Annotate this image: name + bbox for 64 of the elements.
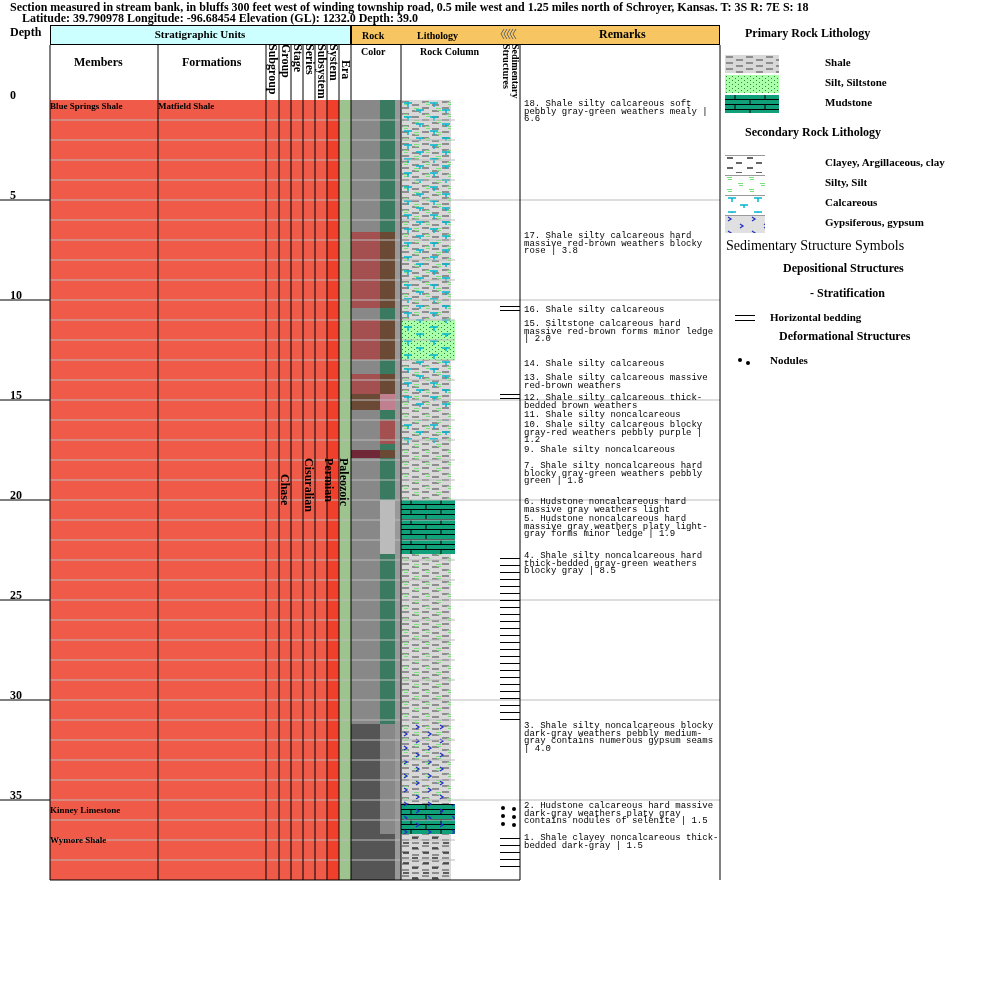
column-header: Formations [182,56,242,69]
title: Section measured in stream bank, in bluffs 300 feet west of winding township road, 0.5 mile west and 1.25 miles north of Schroyer, Kansas. T: 3S R: 7E S: 18 [10,0,809,14]
remark-text: 3. Shale silty noncalcareous blocky dark-gray weathers pebbly medium-gray contains numerous gypsum seams | 4.0 [524,723,715,753]
remark-text: 17. Shale silty calcareous hard massive red-brown weathers blocky rose | 3.8 [524,233,704,256]
column-header: Depth [10,26,42,39]
member-name: Wymore Shale [50,834,107,847]
column-header: Era [339,60,352,80]
remark-text: 2. Hudstone calcareous hard massive dark-gray weathers platy gray contains nodules of selenite | 1.5 [524,803,715,826]
column-header: Remarks [599,28,646,41]
legend-label: Shale [825,56,851,68]
depth-tick-label: 15 [10,389,22,402]
depth-tick-label: 5 [10,189,16,202]
legend-heading: - Stratification [810,287,885,300]
legend-heading: Primary Rock Lithology [745,27,871,40]
column-header: Stratigraphic Units [153,28,247,41]
legend-label: Gypsiferous, gypsum [825,216,924,228]
column-header: Subgroup [266,44,279,95]
legend-heading: Sedimentary Structure Symbols [726,239,905,252]
member-name: Blue Springs Shale [50,100,123,113]
column-header: Members [74,56,123,69]
column-header: Rock [362,29,385,42]
depth-tick-label: 25 [10,589,22,602]
legend-label: Silty, Silt [825,176,868,188]
remark-text: 16. Shale silty calcareous [524,307,666,315]
column-header: Lithology [417,29,459,42]
legend-label: Nodules [770,354,808,366]
legend-label: Silt, Siltstone [825,76,887,88]
remark-text: 7. Shale silty noncalcareous hard blocky gray-green weathers pebbly green | 1.8 [524,463,704,486]
remark-text: 15. Siltstone calcareous hard massive red-brown forms minor ledge | 2.0 [524,321,715,344]
remark-text: 1. Shale clayey noncalcareous thick-bedded dark-gray | 1.5 [524,835,720,850]
depth-tick-label: 30 [10,689,22,702]
series-name: Cisuralian [302,458,315,512]
legend-heading: Secondary Rock Lithology [745,126,881,139]
remark-text: 10. Shale silty calcareous blocky gray-red weathers pebbly purple | 1.2 [524,422,704,445]
era-name: Paleozoic [337,458,350,506]
system-name: Permian [322,458,335,502]
legend-heading: Depositional Structures [783,262,904,275]
legend-label: Mudstone [825,96,873,108]
column-header: Series [303,44,316,75]
member-name: Kinney Limestone [50,804,121,817]
remark-text: 18. Shale silty calcareous soft pebbly gray-green weathers mealy | 6.6 [524,101,709,124]
legend-label: Calcareous [825,196,878,208]
legend-label: Horizontal bedding [770,311,862,323]
column-header: Subsystem [315,44,328,99]
legend-heading: Deformational Structures [779,330,911,343]
group-name: Chase [278,474,291,506]
remark-text: 11. Shale silty noncalcareous [524,412,682,420]
column-header: System [327,44,340,81]
remark-text: 14. Shale silty calcareous [524,361,666,369]
depth-tick-label: 35 [10,789,22,802]
column-header: Stage [291,44,304,72]
legend-label: Clayey, Argillaceous, clay [825,156,945,168]
depth-tick-label: 0 [10,89,16,102]
formation-name: Matfield Shale [158,100,215,113]
remark-text: 12. Shale silty calcareous thick-bedded brown weathers [524,395,704,410]
remark-text: 4. Shale silty noncalcareous hard thick-bedded gray-green weathers blocky gray | 8.5 [524,553,704,576]
depth-tick-label: 10 [10,289,22,302]
depth-tick-label: 20 [10,489,22,502]
column-header: Color [361,45,386,58]
column-header: Group [279,44,292,78]
remark-text: 13. Shale silty calcareous massive red-brown weathers [524,375,709,390]
remark-text: 6. Hudstone noncalcareous hard massive gray weathers light [524,499,688,514]
remark-text: 9. Shale silty noncalcareous [524,447,677,455]
column-header: Rock Column [420,45,480,58]
